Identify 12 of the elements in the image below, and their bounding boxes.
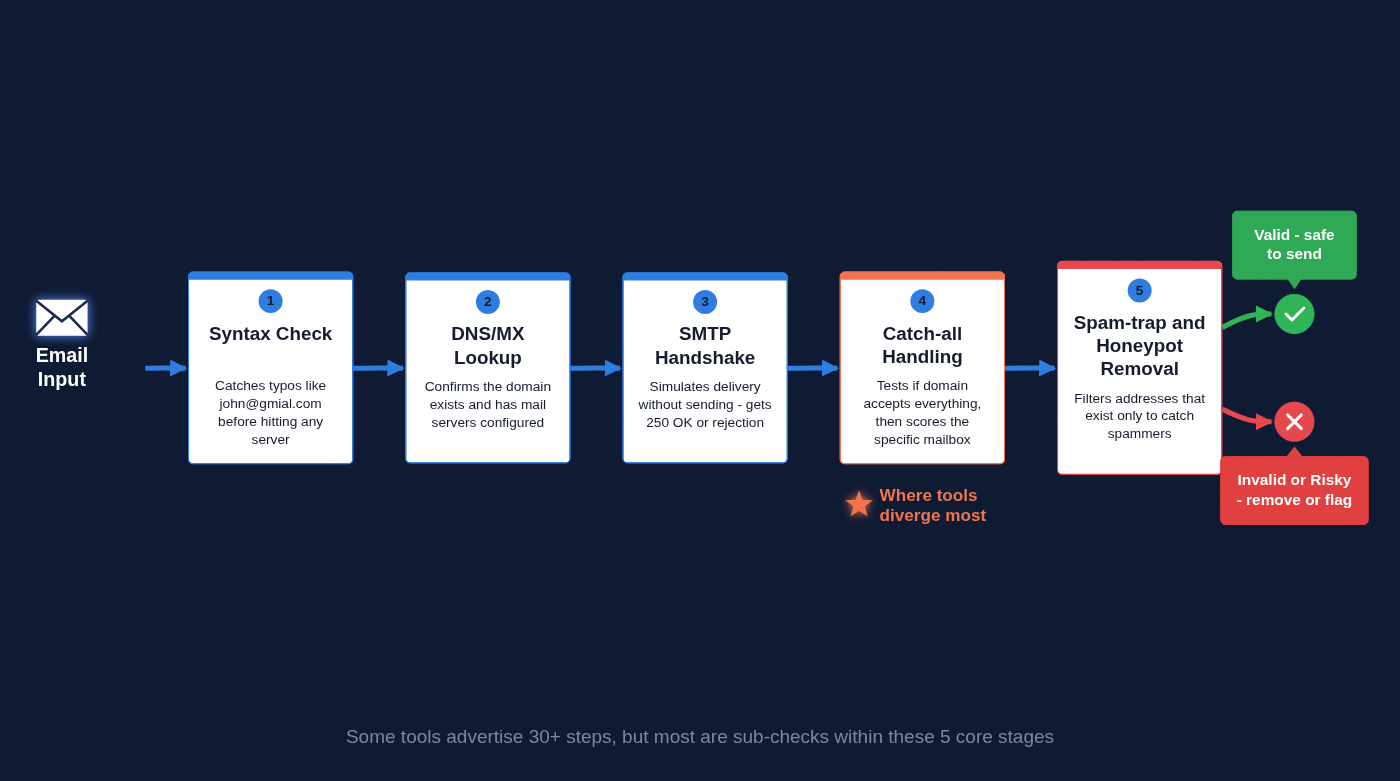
caption: Some tools advertise 30+ steps, but most are sub-checks within these 5 core stages [345, 726, 1055, 748]
node-circle [1274, 293, 1315, 335]
arrow [570, 359, 622, 377]
arrow [787, 359, 839, 377]
arrow [1221, 406, 1274, 431]
arrow [1221, 305, 1274, 330]
note-text: Where tools diverge most [879, 484, 988, 526]
arrow [353, 359, 405, 377]
arrow [145, 359, 188, 377]
arrow [1004, 359, 1057, 377]
node-label: Email Input [35, 344, 89, 391]
node-circle [1274, 401, 1315, 442]
